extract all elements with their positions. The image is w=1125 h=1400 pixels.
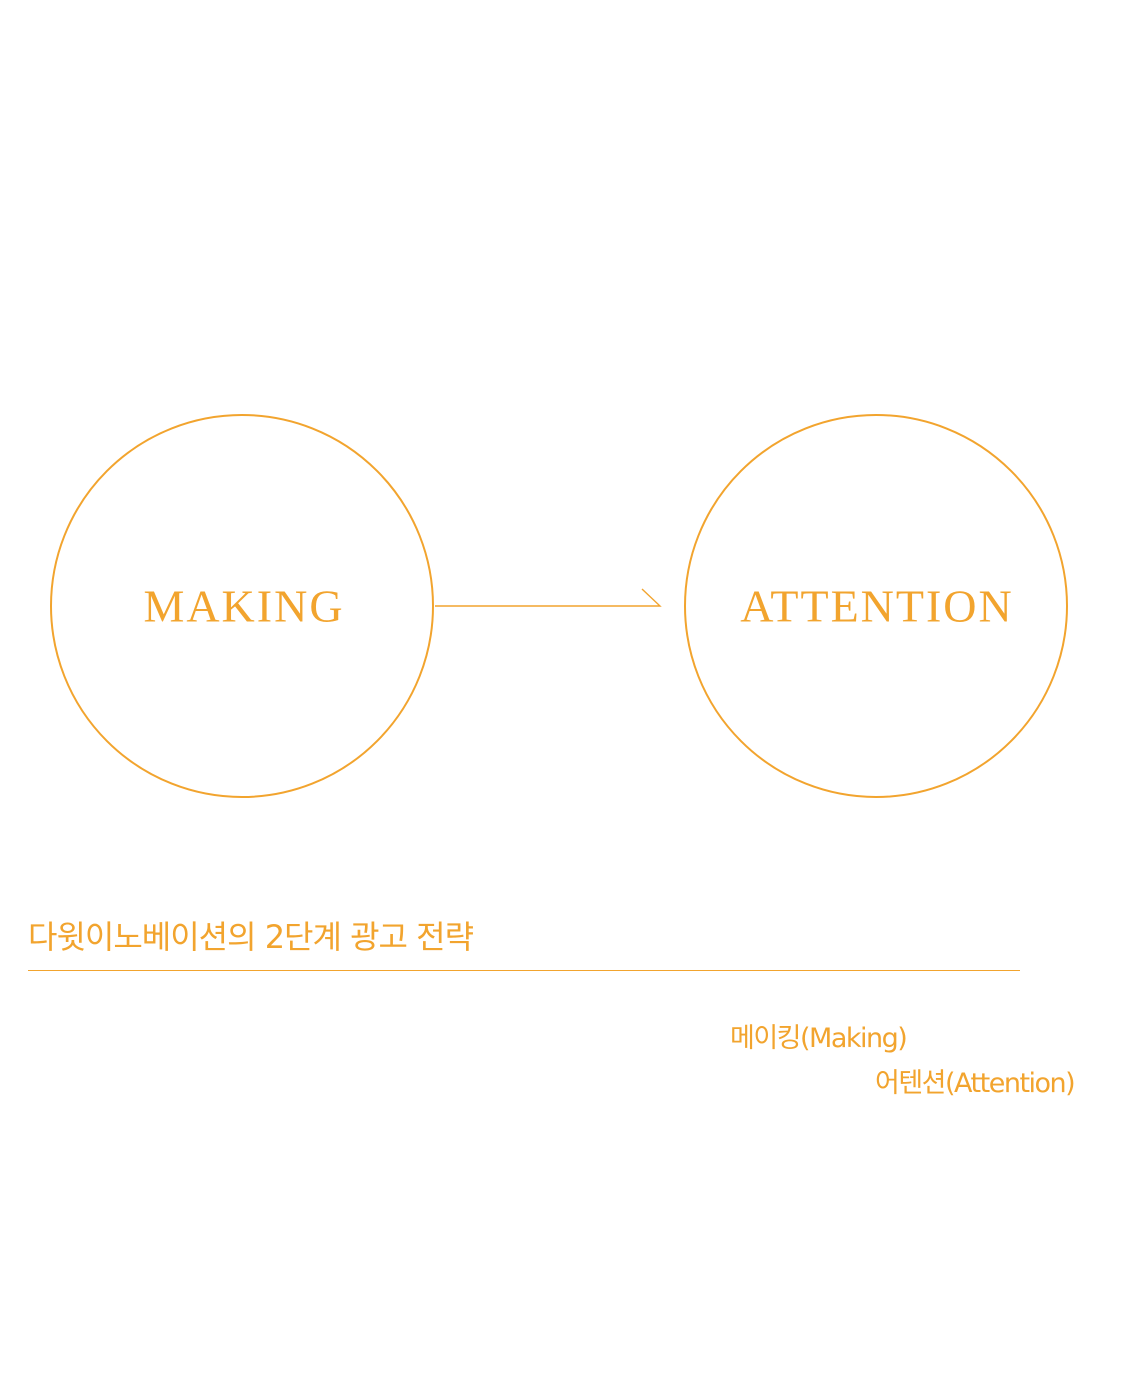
step-label-making: 메이킹(Making) — [730, 1023, 908, 1054]
section-heading: 다윗이노베이션의 2단계 광고 전략 — [28, 918, 474, 956]
node-label-attention: ATTENTION — [740, 581, 1014, 632]
heading-divider — [28, 970, 1020, 971]
arrow-connector — [435, 588, 662, 607]
step-label-attention: 어텐션(Attention) — [875, 1068, 1076, 1099]
strategy-diagram: MAKING ATTENTION — [50, 414, 1068, 798]
node-circle-attention — [684, 414, 1068, 798]
node-circle-making — [50, 414, 434, 798]
node-label-making: MAKING — [143, 581, 344, 632]
